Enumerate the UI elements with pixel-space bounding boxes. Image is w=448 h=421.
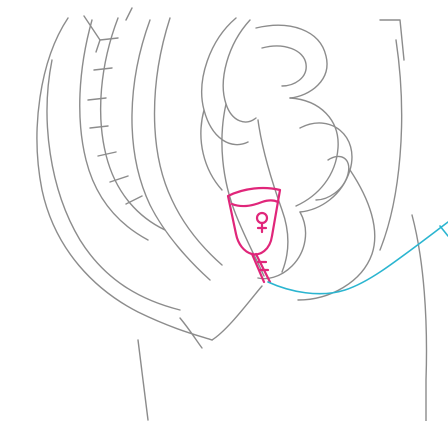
legs-outline [138,215,426,421]
cup-string-end [440,226,448,236]
pubic-bone [258,20,404,300]
back-outline [37,18,212,340]
bladder [290,98,352,212]
uterus [201,18,327,190]
sacrum-vertebrae [80,8,165,240]
menstrual-cup [228,188,280,282]
female-symbol-icon [257,213,267,232]
cup-body [228,188,280,254]
